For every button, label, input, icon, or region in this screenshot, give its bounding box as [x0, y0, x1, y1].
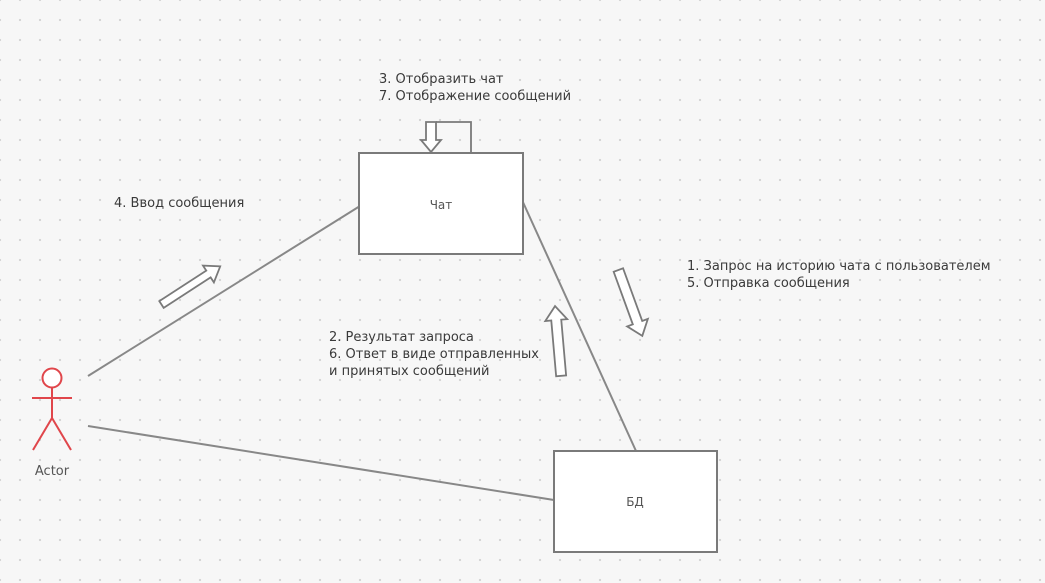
- connector-chat-db[interactable]: [521, 199, 637, 452]
- connector-actor-chat[interactable]: [87, 205, 361, 377]
- chat-node-label: Чат: [430, 198, 453, 212]
- db-node-label: БД: [626, 495, 644, 509]
- connector-actor-db[interactable]: [87, 425, 555, 501]
- actor-figure-icon[interactable]: [32, 367, 72, 451]
- note-history-request: 1. Запрос на историю чата с пользователе…: [687, 258, 991, 292]
- note-line: 2. Результат запроса: [329, 330, 474, 345]
- note-line: и принятых сообщений: [329, 364, 490, 379]
- note-line: 3. Отобразить чат: [379, 72, 504, 87]
- self-loop-arrow-icon: [419, 121, 472, 154]
- arrow-db-to-chat-icon: [543, 304, 570, 378]
- note-line: 7. Отображение сообщений: [379, 89, 572, 104]
- actor-label: Actor: [35, 464, 70, 479]
- note-line: 1. Запрос на историю чата с пользователе…: [687, 259, 991, 274]
- note-message-input: 4. Ввод сообщения: [114, 195, 244, 212]
- db-node[interactable]: БД: [553, 450, 718, 553]
- chat-node[interactable]: Чат: [358, 152, 524, 255]
- note-line: 5. Отправка сообщения: [687, 276, 850, 291]
- note-line: 4. Ввод сообщения: [114, 196, 245, 211]
- note-display-chat: 3. Отобразить чат 7. Отображение сообщен…: [379, 71, 571, 105]
- note-query-result: 2. Результат запроса 6. Ответ в виде отп…: [329, 329, 539, 380]
- note-line: 6. Ответ в виде отправленных: [329, 347, 539, 362]
- arrow-chat-to-db-icon: [612, 267, 650, 338]
- arrow-actor-to-chat-icon: [158, 264, 222, 310]
